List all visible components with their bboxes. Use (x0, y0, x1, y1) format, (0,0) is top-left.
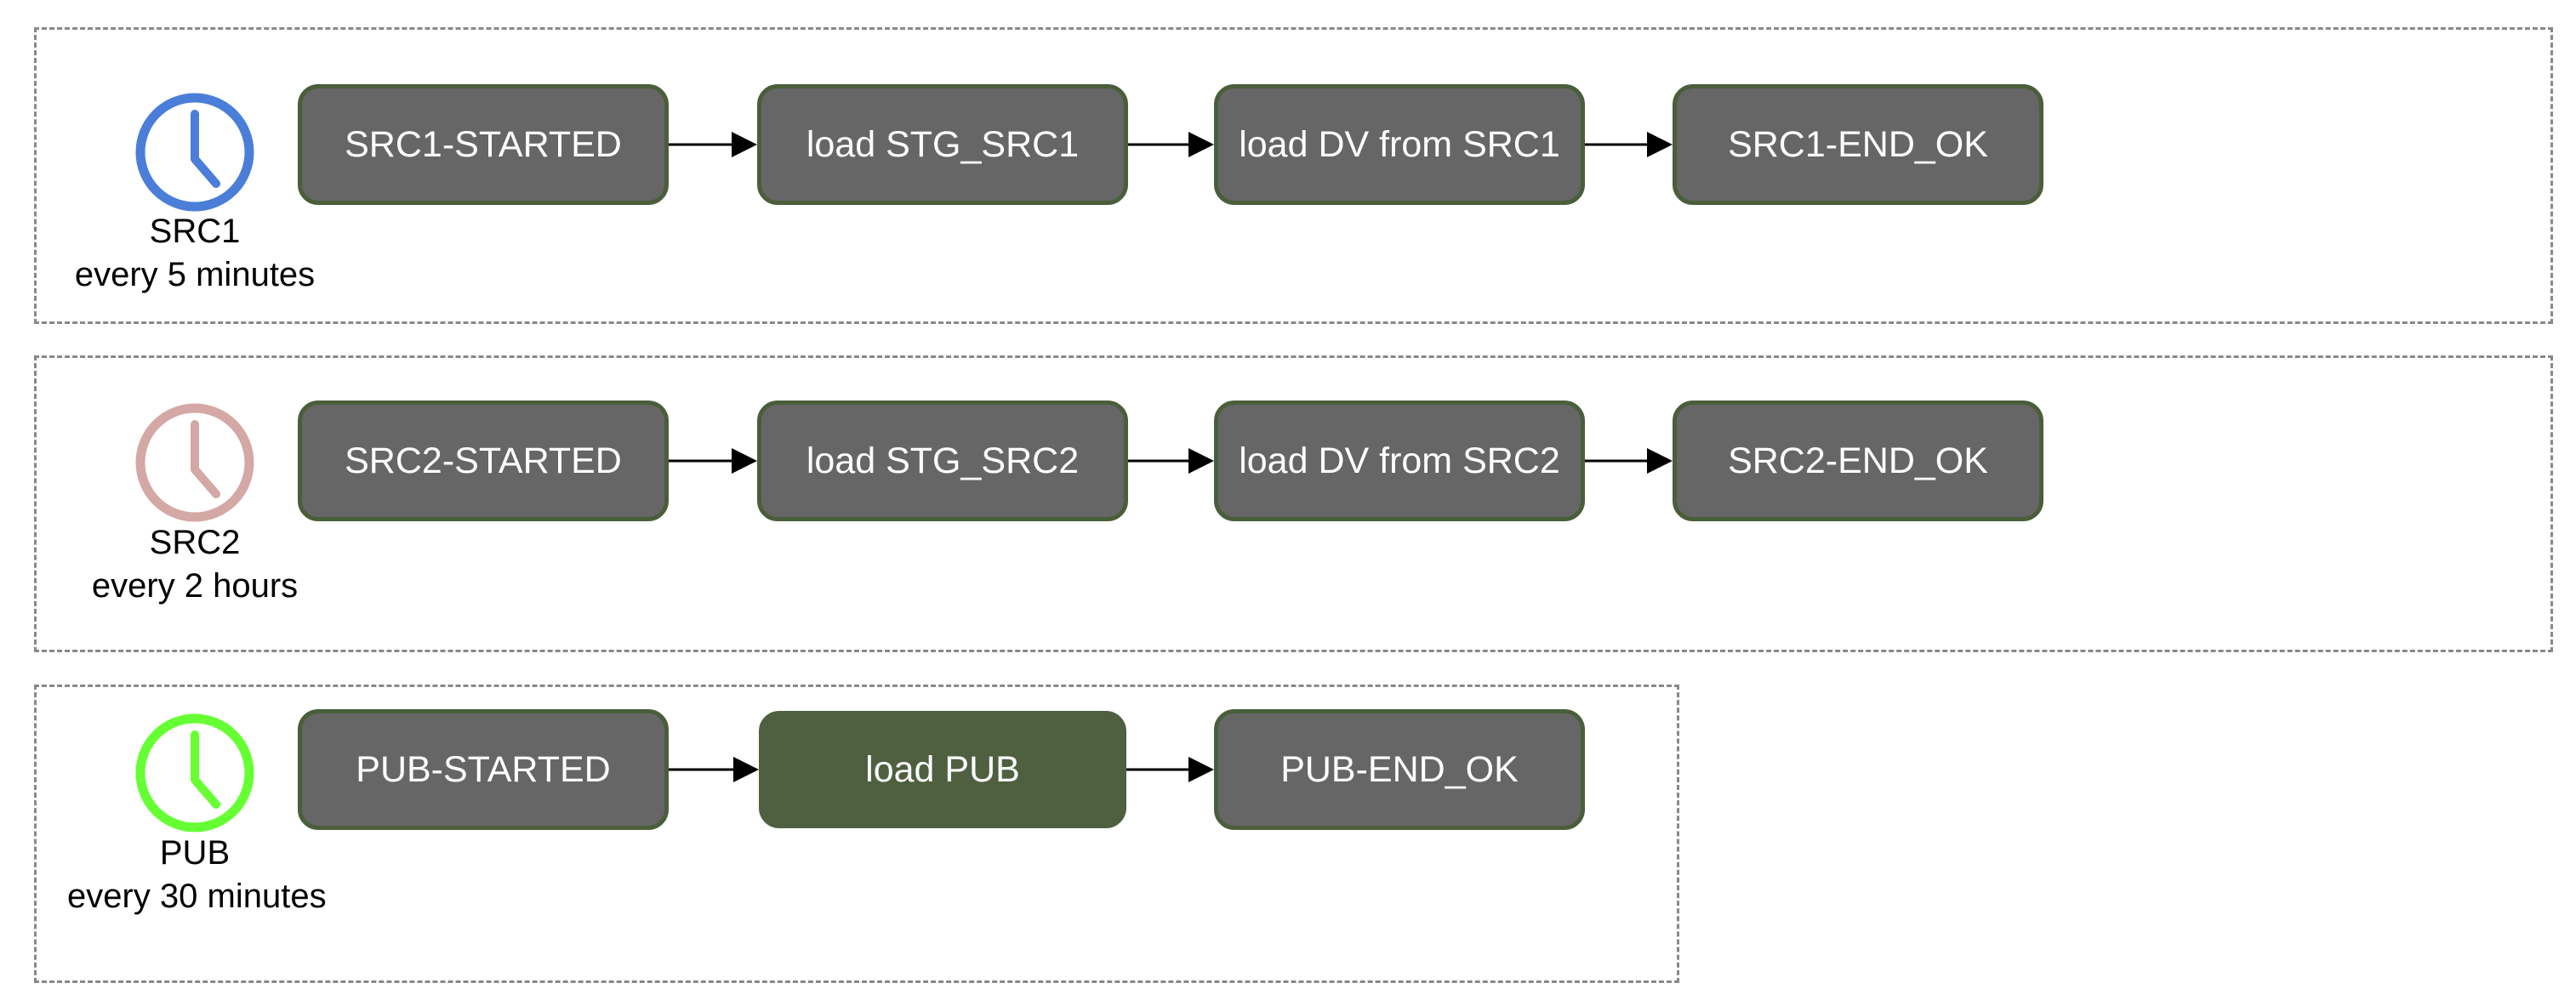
lane-name: SRC2 (149, 524, 241, 561)
node-load-dv-src2[interactable]: load DV from SRC2 (1214, 401, 1585, 521)
arrowhead-pub-2 (1188, 757, 1214, 782)
clock-label-src1: SRC1 every 5 minutes (67, 210, 322, 297)
arrowhead-pub-1 (733, 757, 759, 782)
lane-schedule: every 5 minutes (74, 256, 316, 293)
node-load-stg-src2[interactable]: load STG_SRC2 (757, 401, 1128, 521)
lane-src1 (34, 27, 2553, 324)
clock-label-pub: PUB every 30 minutes (67, 832, 327, 918)
lane-pub (34, 685, 1679, 983)
node-src1-started[interactable]: SRC1-STARTED (298, 84, 669, 205)
node-src2-started[interactable]: SRC2-STARTED (298, 401, 669, 521)
arrowhead-src2-1 (732, 448, 757, 474)
node-load-pub[interactable]: load PUB (759, 711, 1126, 828)
arrowhead-src1-3 (1647, 132, 1673, 157)
node-load-stg-src1[interactable]: load STG_SRC1 (757, 84, 1128, 205)
clock-icon-src1 (135, 93, 254, 212)
lane-name: PUB (159, 834, 231, 872)
node-load-dv-src1[interactable]: load DV from SRC1 (1214, 84, 1585, 205)
node-pub-end-ok[interactable]: PUB-END_OK (1214, 709, 1585, 830)
lane-schedule: every 2 hours (91, 567, 299, 605)
node-src1-end-ok[interactable]: SRC1-END_OK (1673, 84, 2043, 205)
arrowhead-src2-3 (1647, 448, 1673, 474)
clock-label-src2: SRC2 every 2 hours (67, 521, 322, 608)
lane-schedule: every 30 minutes (67, 878, 327, 915)
node-pub-started[interactable]: PUB-STARTED (298, 709, 669, 830)
clock-icon-pub (135, 713, 254, 832)
arrowhead-src1-1 (732, 132, 757, 157)
lane-name: SRC1 (149, 213, 241, 250)
arrowhead-src2-2 (1188, 448, 1214, 474)
arrowhead-src1-2 (1188, 132, 1214, 157)
clock-icon-src2 (135, 403, 254, 522)
node-src2-end-ok[interactable]: SRC2-END_OK (1673, 401, 2043, 521)
lane-src2 (34, 355, 2553, 652)
